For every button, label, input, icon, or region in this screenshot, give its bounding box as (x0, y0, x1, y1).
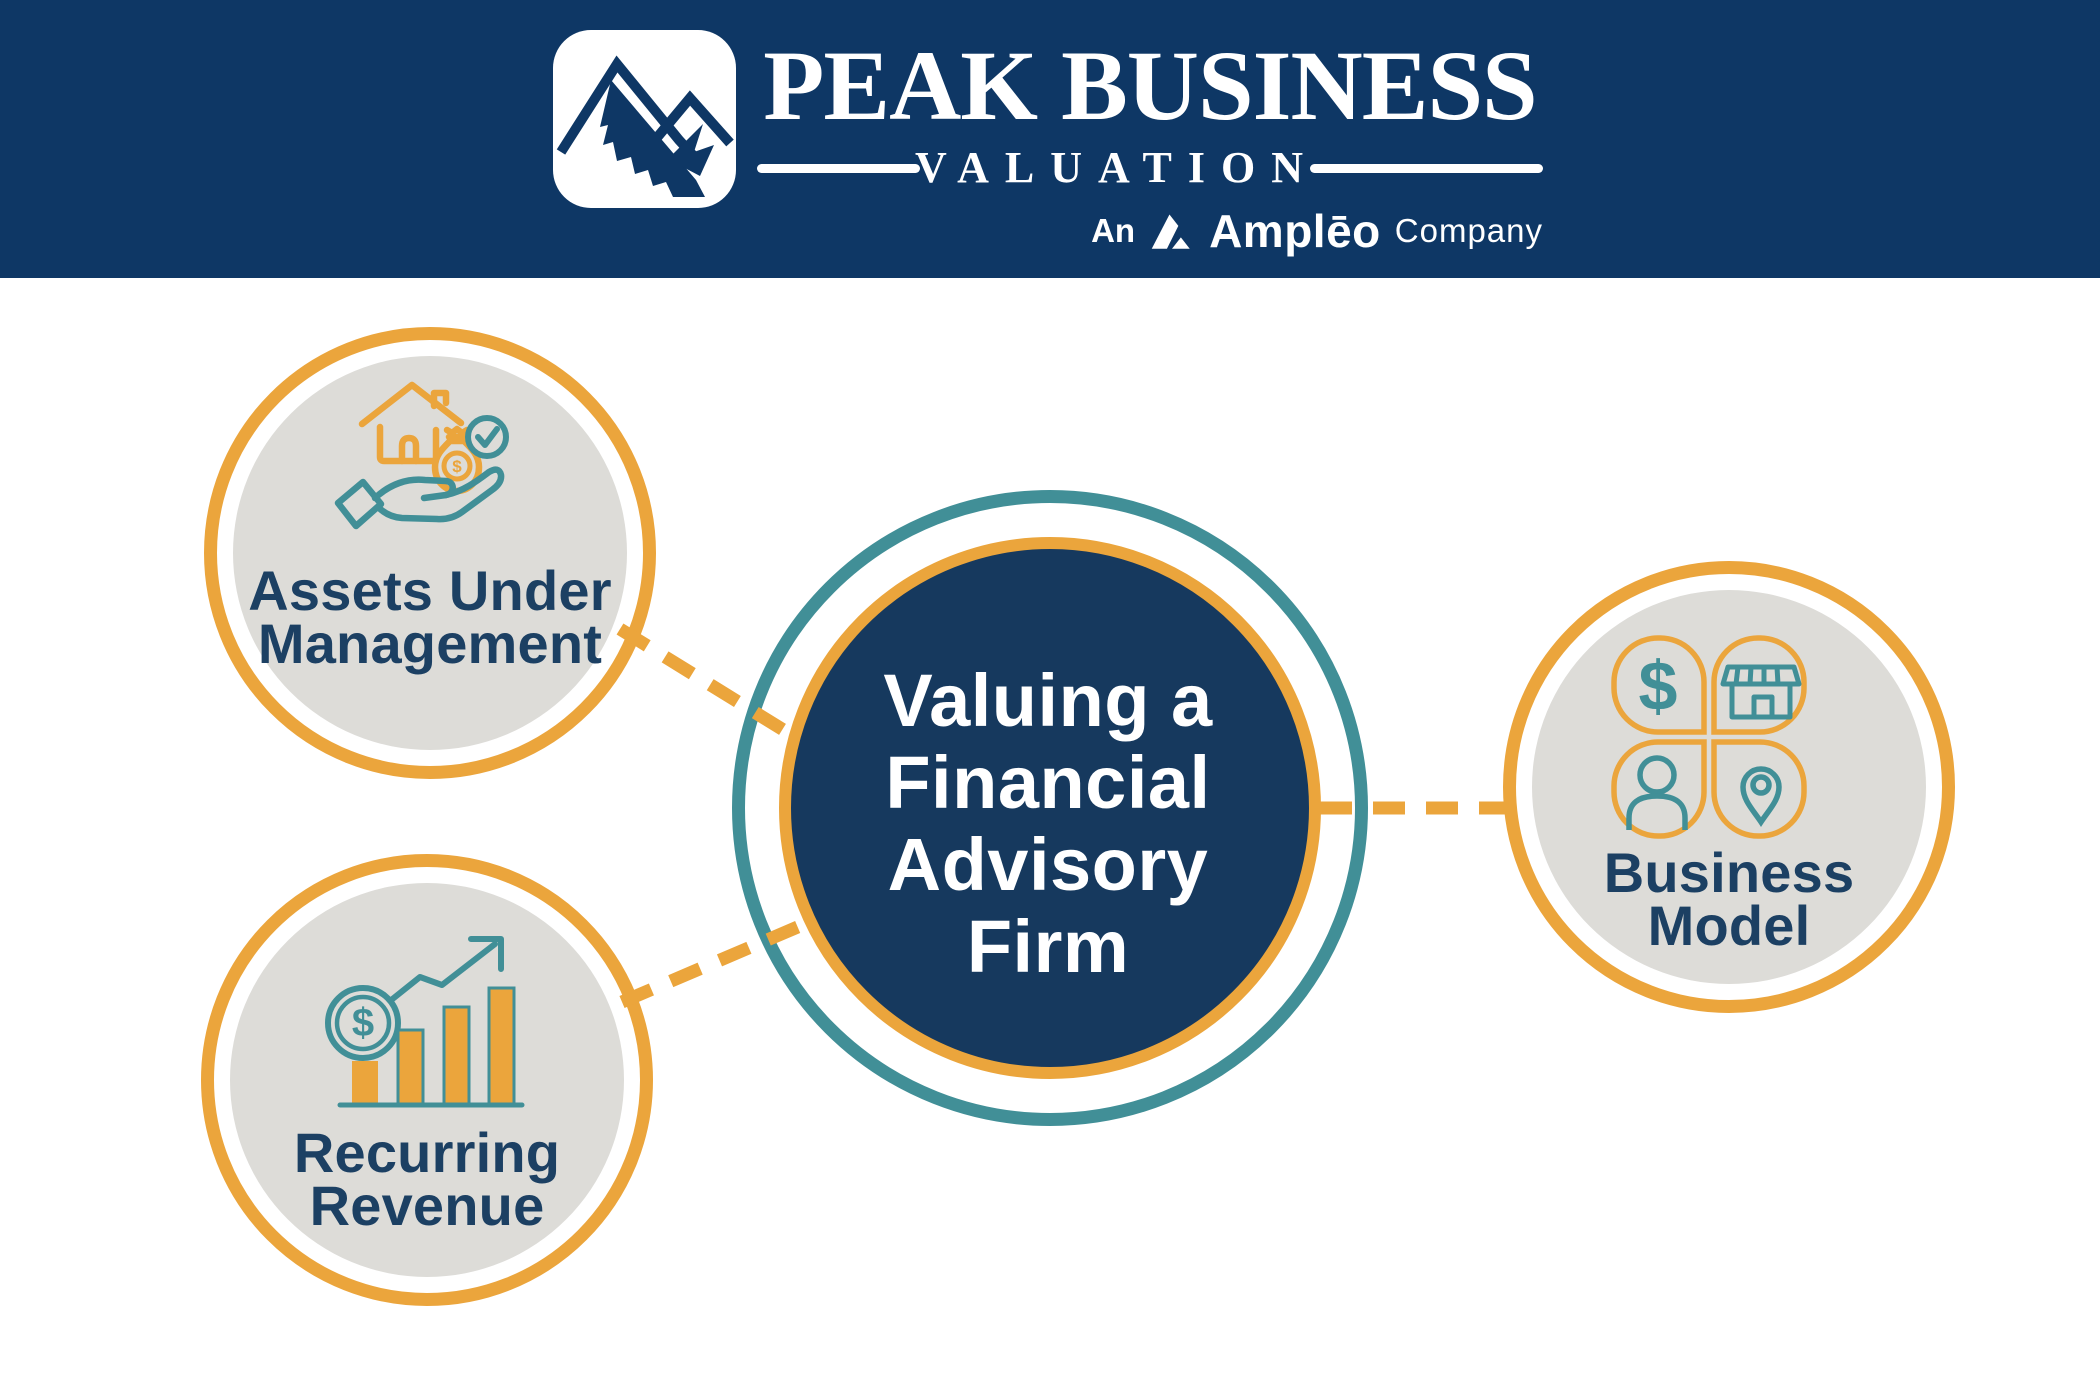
subtitle-rule-right (1310, 164, 1543, 173)
recurring-revenue-label-line1: Recurring (293, 1121, 561, 1184)
header-banner: PEAK BUSINESS VALUATION An Amplēo Compan… (0, 0, 2100, 278)
business-model-circle (1532, 590, 1926, 984)
aum-label-line2: Management (257, 612, 603, 675)
business-model-label-line1: Business (1603, 841, 1855, 904)
business-model-label: Business Model (1479, 841, 1979, 957)
center-title-line3: Advisory (887, 823, 1209, 906)
growth-chart-icon: $ (325, 936, 525, 1108)
center-title-line4: Firm (966, 905, 1130, 988)
svg-text:$: $ (452, 457, 462, 476)
svg-text:$: $ (1639, 647, 1678, 725)
business-model-label-line2: Model (1647, 894, 1811, 957)
center-title-line1: Valuing a (883, 659, 1213, 742)
tagline-brand: Amplēo (1209, 205, 1381, 257)
tagline-suffix: Company (1394, 212, 1543, 249)
center-title: Valuing a Financial Advisory Firm (748, 660, 1348, 988)
center-title-line2: Financial (885, 741, 1211, 824)
aum-label: Assets Under Management (180, 559, 680, 675)
company-tagline: An Amplēo Company (1091, 205, 1543, 257)
recurring-revenue-label: Recurring Revenue (177, 1121, 677, 1237)
brand-title: PEAK BUSINESS (763, 30, 1537, 141)
business-segments-icon: $ (1611, 635, 1807, 839)
aum-circle (233, 356, 627, 750)
svg-text:$: $ (352, 1001, 374, 1045)
ampleo-glyph-icon (1151, 214, 1190, 249)
peak-logo-box (553, 30, 736, 208)
aum-label-line1: Assets Under (248, 559, 612, 622)
recurring-revenue-circle (230, 883, 624, 1277)
brand-subtitle: VALUATION (915, 143, 1319, 192)
mountain-logo-icon (556, 55, 734, 197)
tagline-prefix: An (1091, 212, 1136, 249)
recurring-revenue-label-line2: Revenue (309, 1174, 545, 1237)
house-on-hand-icon: $ (334, 381, 509, 530)
subtitle-rule-left (757, 164, 920, 173)
